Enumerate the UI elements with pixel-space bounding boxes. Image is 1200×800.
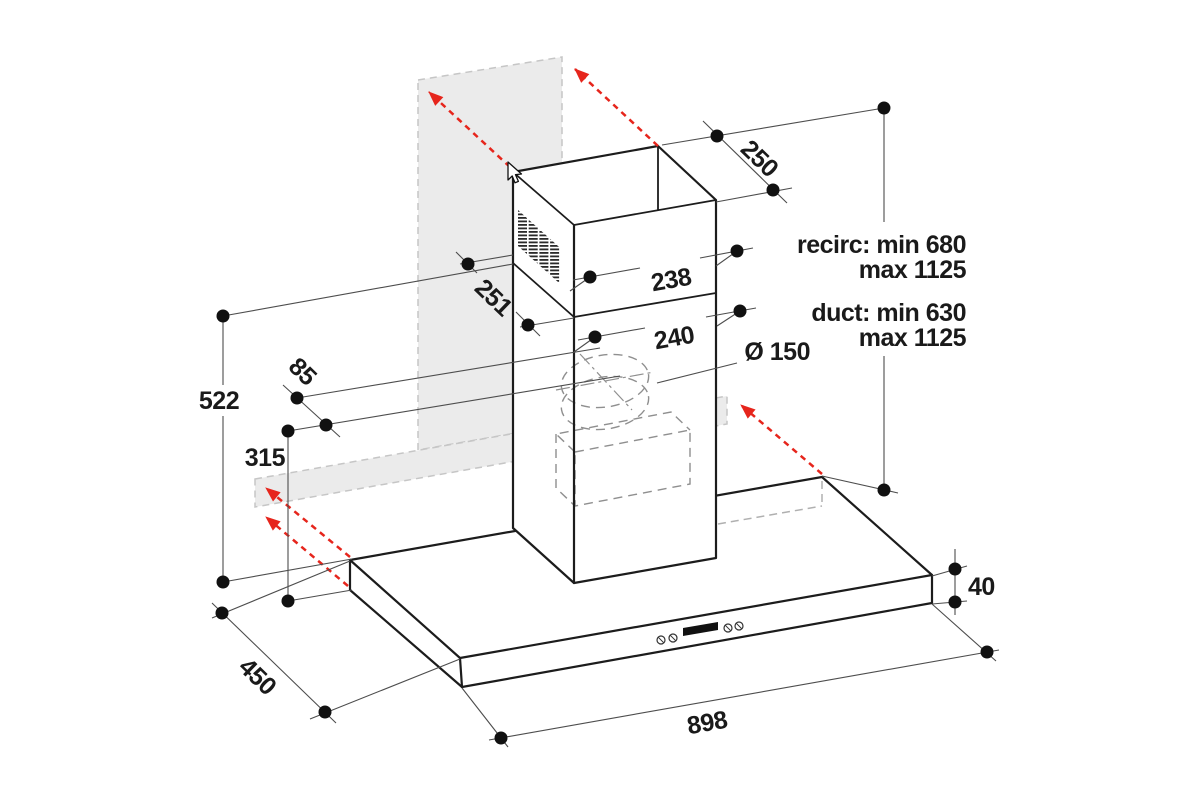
note-recirc-max: max 1125 xyxy=(859,256,967,284)
dimension-315: 315 xyxy=(245,424,353,608)
duct-outlet-top-ellipse xyxy=(560,353,650,409)
dimension-898: 898 xyxy=(461,603,1000,748)
vent-grille xyxy=(518,210,560,283)
dim-label-450: 450 xyxy=(233,653,281,701)
chimney-top-rim xyxy=(512,145,717,226)
control-button-mark xyxy=(670,635,676,641)
red-arrow-icon xyxy=(265,487,351,558)
duct-centerline-depth xyxy=(579,353,633,411)
red-arrow-icon xyxy=(740,404,823,475)
chimney xyxy=(511,144,718,585)
dim-label-240: 240 xyxy=(652,321,696,356)
dim-label-85: 85 xyxy=(283,352,322,391)
dim-label-250: 250 xyxy=(735,135,783,183)
dimension-240: 240 xyxy=(573,304,757,356)
display-bar xyxy=(683,622,718,636)
dim-label-315: 315 xyxy=(245,444,286,472)
chimney-silhouette xyxy=(513,146,716,583)
motor-housing-hidden-left xyxy=(555,434,576,507)
dimension-238: 238 xyxy=(569,244,754,298)
dim-label-238: 238 xyxy=(649,263,694,298)
mouse-cursor-icon xyxy=(507,161,523,184)
dim-label-898: 898 xyxy=(685,706,730,741)
red-arrow-icon xyxy=(574,68,659,147)
hood-silhouette xyxy=(350,477,932,687)
dimension-522: 522 xyxy=(199,263,514,589)
control-button-mark xyxy=(736,623,742,629)
hood-inner-edges xyxy=(348,558,934,689)
motor-housing-top xyxy=(554,411,691,453)
chimney-section-joint xyxy=(512,262,717,318)
control-button-mark xyxy=(725,625,731,631)
note-duct-max: max 1125 xyxy=(859,324,967,352)
dim-label-40: 40 xyxy=(968,573,995,601)
control-button-mark xyxy=(658,637,664,643)
hood-hidden-back-edges xyxy=(717,481,823,525)
dim-label-522: 522 xyxy=(199,387,239,415)
dimension-40: 40 xyxy=(931,549,995,615)
dim-label-duct-diameter: Ø 150 xyxy=(744,338,810,366)
note-recirc-min: recirc: min 680 xyxy=(797,231,966,259)
mounting-direction-arrows xyxy=(265,68,823,587)
dimension-duct-diameter: Ø 150 xyxy=(656,338,811,384)
duct-centerline-width xyxy=(555,371,655,391)
red-arrow-icon xyxy=(265,516,349,587)
dimension-install-height: recirc: min 680 max 1125 duct: min 630 m… xyxy=(797,101,967,497)
note-duct-min: duct: min 630 xyxy=(811,299,966,327)
control-panel xyxy=(656,621,744,645)
red-arrow-icon xyxy=(428,91,511,168)
